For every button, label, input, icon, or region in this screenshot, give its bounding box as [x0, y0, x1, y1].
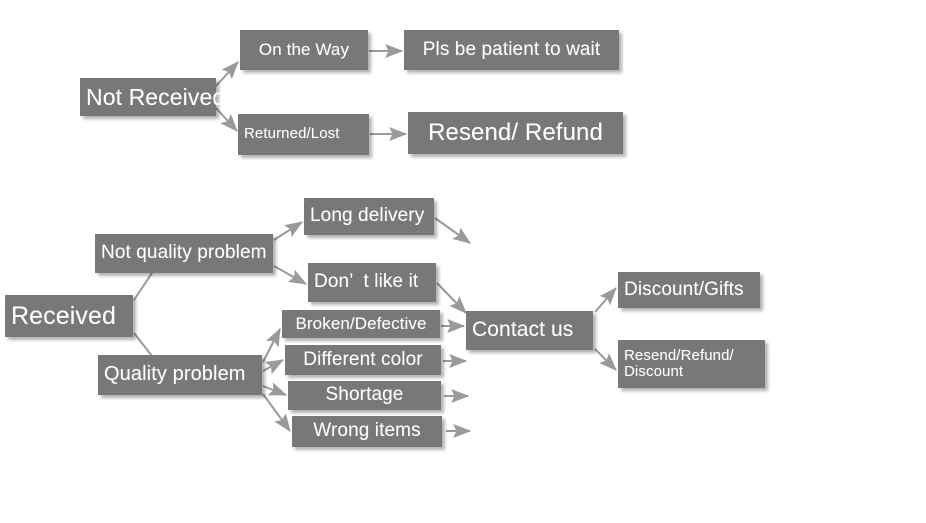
edge-contact-us-to-resend-refund-disc [594, 348, 617, 371]
edge-not-quality-to-long-delivery [273, 221, 304, 241]
edge-not-received-to-on-the-way [215, 61, 239, 87]
node-resend_refund_disc[interactable]: Resend/Refund/ Discount [618, 340, 765, 388]
node-quality_problem[interactable]: Quality problem [98, 355, 262, 395]
node-contact_us[interactable]: Contact us [466, 311, 593, 350]
edge-contact-us-to-discount-gifts [594, 287, 617, 313]
node-received[interactable]: Received [5, 295, 133, 337]
edge-quality-to-wrong-items [262, 393, 291, 432]
edge-dont-like-it-to-contact-us [436, 282, 467, 314]
edge-quality-to-different-color [262, 359, 285, 375]
node-dont_like_it[interactable]: Don’ t like it [308, 263, 436, 302]
node-not_received[interactable]: Not Received [80, 78, 225, 116]
edge-quality-to-shortage [262, 382, 288, 396]
node-on_the_way[interactable]: On the Way [240, 30, 368, 70]
node-returned_lost[interactable]: Returned/Lost [238, 114, 369, 155]
edge-long-delivery-to-contact-us [434, 217, 471, 244]
node-not_quality_problem[interactable]: Not quality problem [95, 234, 273, 273]
node-shortage[interactable]: Shortage [288, 381, 441, 410]
edge-not-quality-to-dont-like-it [273, 265, 308, 285]
node-long_delivery[interactable]: Long delivery [304, 198, 434, 235]
node-resend_refund[interactable]: Resend/ Refund [408, 112, 623, 154]
edge-quality-to-broken-defective [262, 327, 281, 363]
node-wrong_items[interactable]: Wrong items [292, 416, 442, 447]
edge-received-to-not-quality-problem [133, 272, 153, 301]
node-pls_be_patient[interactable]: Pls be patient to wait [404, 30, 619, 70]
node-broken_defective[interactable]: Broken/Defective [282, 310, 440, 338]
edge-not-received-to-returned-lost [215, 107, 238, 132]
node-different_color[interactable]: Different color [285, 345, 441, 375]
node-discount_gifts[interactable]: Discount/Gifts [618, 272, 760, 308]
edge-received-to-quality-problem [133, 332, 153, 357]
